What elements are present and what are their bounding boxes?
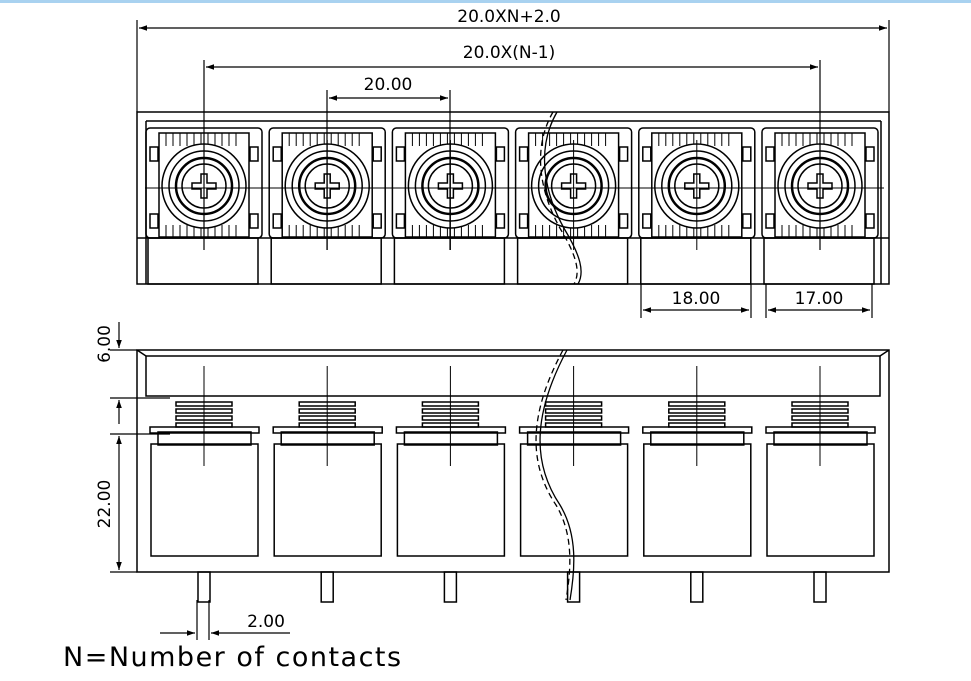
dim-base-width-label: 18.00: [672, 289, 721, 309]
dim-overall-label: 20.0XN+2.0: [457, 7, 561, 27]
dimension-lines: [110, 20, 890, 640]
spring-coil-icon: [544, 408, 603, 414]
dim-top-height-label: 6.00: [95, 325, 115, 363]
terminal-base: [763, 237, 875, 285]
top-terminal-5: [638, 127, 756, 285]
top-terminal-4: [514, 127, 633, 285]
spring-coil-icon: [421, 408, 480, 414]
spring-coil-icon: [421, 422, 480, 428]
solder-pin: [320, 571, 334, 603]
phillips-cross-icon: [560, 173, 587, 199]
spring-coil-icon: [544, 422, 603, 428]
dim-span-label: 20.0X(N-1): [463, 43, 555, 63]
top-border: [0, 0, 971, 3]
contacts-note: N=Number of contacts: [63, 642, 403, 673]
spring-coil-icon: [668, 408, 726, 414]
front-terminal-5: [642, 366, 753, 603]
solder-pin: [197, 571, 211, 603]
spring-coil-icon: [421, 415, 480, 421]
spring-coil-icon: [544, 401, 603, 407]
spring-coil-icon: [298, 408, 356, 414]
solder-pin: [813, 571, 827, 603]
terminal-base: [516, 237, 629, 285]
break-lines: [535, 111, 582, 601]
spring-coil-icon: [791, 408, 849, 414]
phillips-cross-icon: [314, 173, 340, 199]
spring-coil-icon: [544, 415, 603, 421]
spring-coil-icon: [791, 422, 849, 428]
front-view: [136, 349, 890, 603]
spring-coil-icon: [175, 408, 233, 414]
spring-coil-icon: [668, 422, 726, 428]
front-view-outline: [136, 349, 890, 573]
spring-coil-icon: [175, 415, 233, 421]
front-terminal-6: [765, 366, 876, 603]
spring-coil-icon: [421, 401, 480, 407]
terminal-base: [270, 237, 382, 285]
spring-coil-icon: [175, 401, 233, 407]
top-view-outline: [136, 111, 890, 285]
dim-pitch-label: 20.00: [364, 75, 413, 95]
solder-pin: [443, 571, 458, 603]
spring-coil-icon: [668, 401, 726, 407]
dim-body-height-label: 22.00: [95, 480, 115, 529]
top-view: [136, 111, 890, 285]
spring-coil-icon: [298, 422, 356, 428]
terminal-base: [147, 237, 259, 285]
spring-coil-icon: [175, 422, 233, 428]
phillips-cross-icon: [437, 173, 464, 199]
front-terminal-2: [272, 366, 383, 603]
spring-coil-icon: [298, 415, 356, 421]
phillips-cross-icon: [191, 173, 217, 199]
terminal-base: [640, 237, 752, 285]
phillips-cross-icon: [807, 173, 833, 199]
spring-coil-icon: [791, 401, 849, 407]
solder-pin: [690, 571, 704, 603]
spring-coil-icon: [298, 401, 356, 407]
spring-coil-icon: [668, 415, 726, 421]
spring-coil-icon: [791, 415, 849, 421]
front-terminal-3: [395, 366, 507, 603]
dim-pin-width-label: 2.00: [247, 612, 285, 632]
dim-end-width-label: 17.00: [795, 289, 844, 309]
front-terminal-1: [149, 366, 260, 603]
phillips-cross-icon: [684, 173, 710, 199]
